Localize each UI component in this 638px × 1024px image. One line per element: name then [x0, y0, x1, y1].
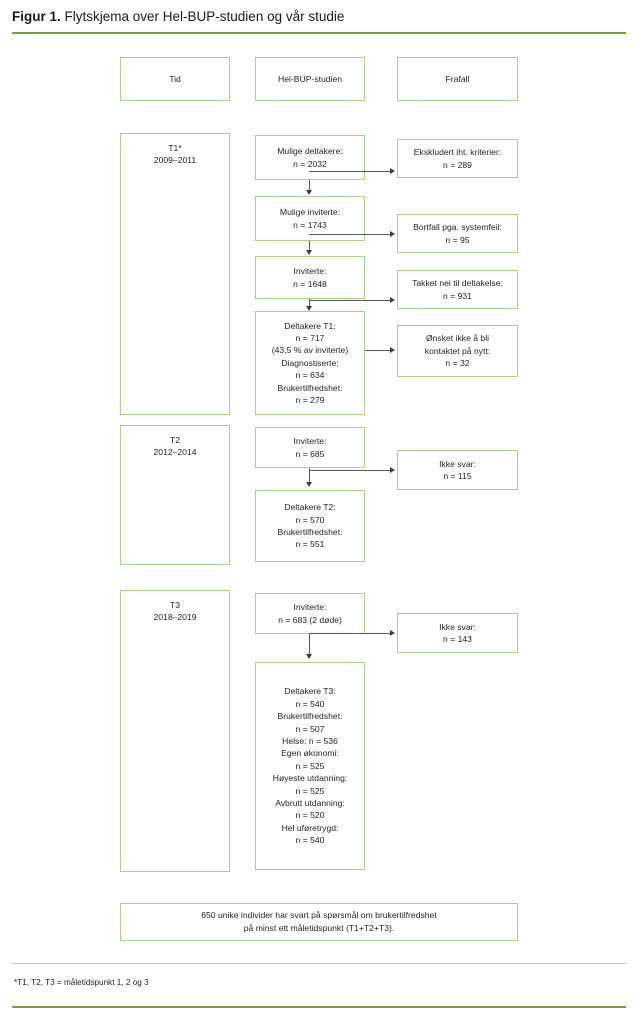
- figure-caption: Flytskjema over Hel-BUP-studien og vår s…: [60, 9, 345, 24]
- dropout-box-takket-nei: Takket nei til deltakelse: n = 931: [397, 270, 518, 309]
- connector-horizontal: [309, 300, 391, 301]
- flow-box-inviterte-t1: Inviterte: n = 1648: [255, 256, 365, 299]
- dropout-box-bortfall-systemfeil: Bortfall pga. systemfeil: n = 95: [397, 214, 518, 253]
- flow-box-mulige-inviterte: Mulige inviterte: n = 1743: [255, 196, 365, 241]
- bottom-rule: [12, 1006, 626, 1008]
- connector-vertical: [309, 468, 310, 484]
- period-box-t3: T3 2018–2019: [120, 590, 230, 872]
- connector-horizontal: [365, 350, 391, 351]
- dropout-box-ikke-svar-t3: Ikke svar: n = 143: [397, 613, 518, 653]
- flow-box-mulige-deltakere: Mulige deltakere: n = 2032: [255, 135, 365, 180]
- dropout-box-onsket-ikke-kontakt: Ønsket ikke å bli kontaktet på nytt: n =…: [397, 325, 518, 377]
- arrow-down-icon: [306, 306, 312, 311]
- connector-vertical: [309, 634, 310, 656]
- flow-box-inviterte-t3: Inviterte: n = 683 (2 døde): [255, 593, 365, 634]
- header-box-frafall: Frafall: [397, 57, 518, 101]
- flow-box-deltakere-t3: Deltakere T3: n = 540 Brukertilfredshet:…: [255, 662, 365, 870]
- figure-footnote: *T1, T2, T3 = måletidspunkt 1, 2 og 3: [14, 978, 149, 987]
- arrow-right-icon: [390, 347, 395, 353]
- connector-horizontal: [309, 234, 391, 235]
- connector-horizontal: [309, 171, 391, 172]
- figure-number: Figur 1.: [12, 9, 61, 24]
- connector-horizontal: [309, 470, 391, 471]
- arrow-right-icon: [390, 297, 395, 303]
- title-rule: [12, 32, 626, 34]
- header-box-hel-bup: Hel-BUP-studien: [255, 57, 365, 101]
- arrow-right-icon: [390, 168, 395, 174]
- arrow-down-icon: [306, 482, 312, 487]
- arrow-down-icon: [306, 654, 312, 659]
- dropout-box-ikke-svar-t2: Ikke svar: n = 115: [397, 450, 518, 490]
- arrow-right-icon: [390, 467, 395, 473]
- summary-box: 650 unike individer har svart på spørsmå…: [120, 903, 518, 941]
- period-box-t2: T2 2012–2014: [120, 425, 230, 565]
- arrow-right-icon: [390, 231, 395, 237]
- arrow-down-icon: [306, 250, 312, 255]
- arrow-down-icon: [306, 190, 312, 195]
- arrow-right-icon: [390, 630, 395, 636]
- figure-title: Figur 1. Flytskjema over Hel-BUP-studien…: [12, 8, 612, 26]
- flow-box-deltakere-t1: Deltakere T1: n = 717 (43,5 % av inviter…: [255, 311, 365, 415]
- connector-horizontal: [309, 633, 391, 634]
- connector-vertical: [309, 180, 310, 192]
- connector-vertical: [309, 299, 310, 309]
- period-box-t1: T1* 2009–2011: [120, 133, 230, 415]
- dropout-box-ekskludert-kriterier: Ekskludert iht. kriterier: n = 289: [397, 139, 518, 178]
- flow-box-inviterte-t2: Inviterte: n = 685: [255, 427, 365, 468]
- footnote-rule: [12, 963, 626, 964]
- connector-vertical: [309, 241, 310, 253]
- header-box-tid: Tid: [120, 57, 230, 101]
- flow-box-deltakere-t2: Deltakere T2: n = 570 Brukertilfredshet:…: [255, 490, 365, 562]
